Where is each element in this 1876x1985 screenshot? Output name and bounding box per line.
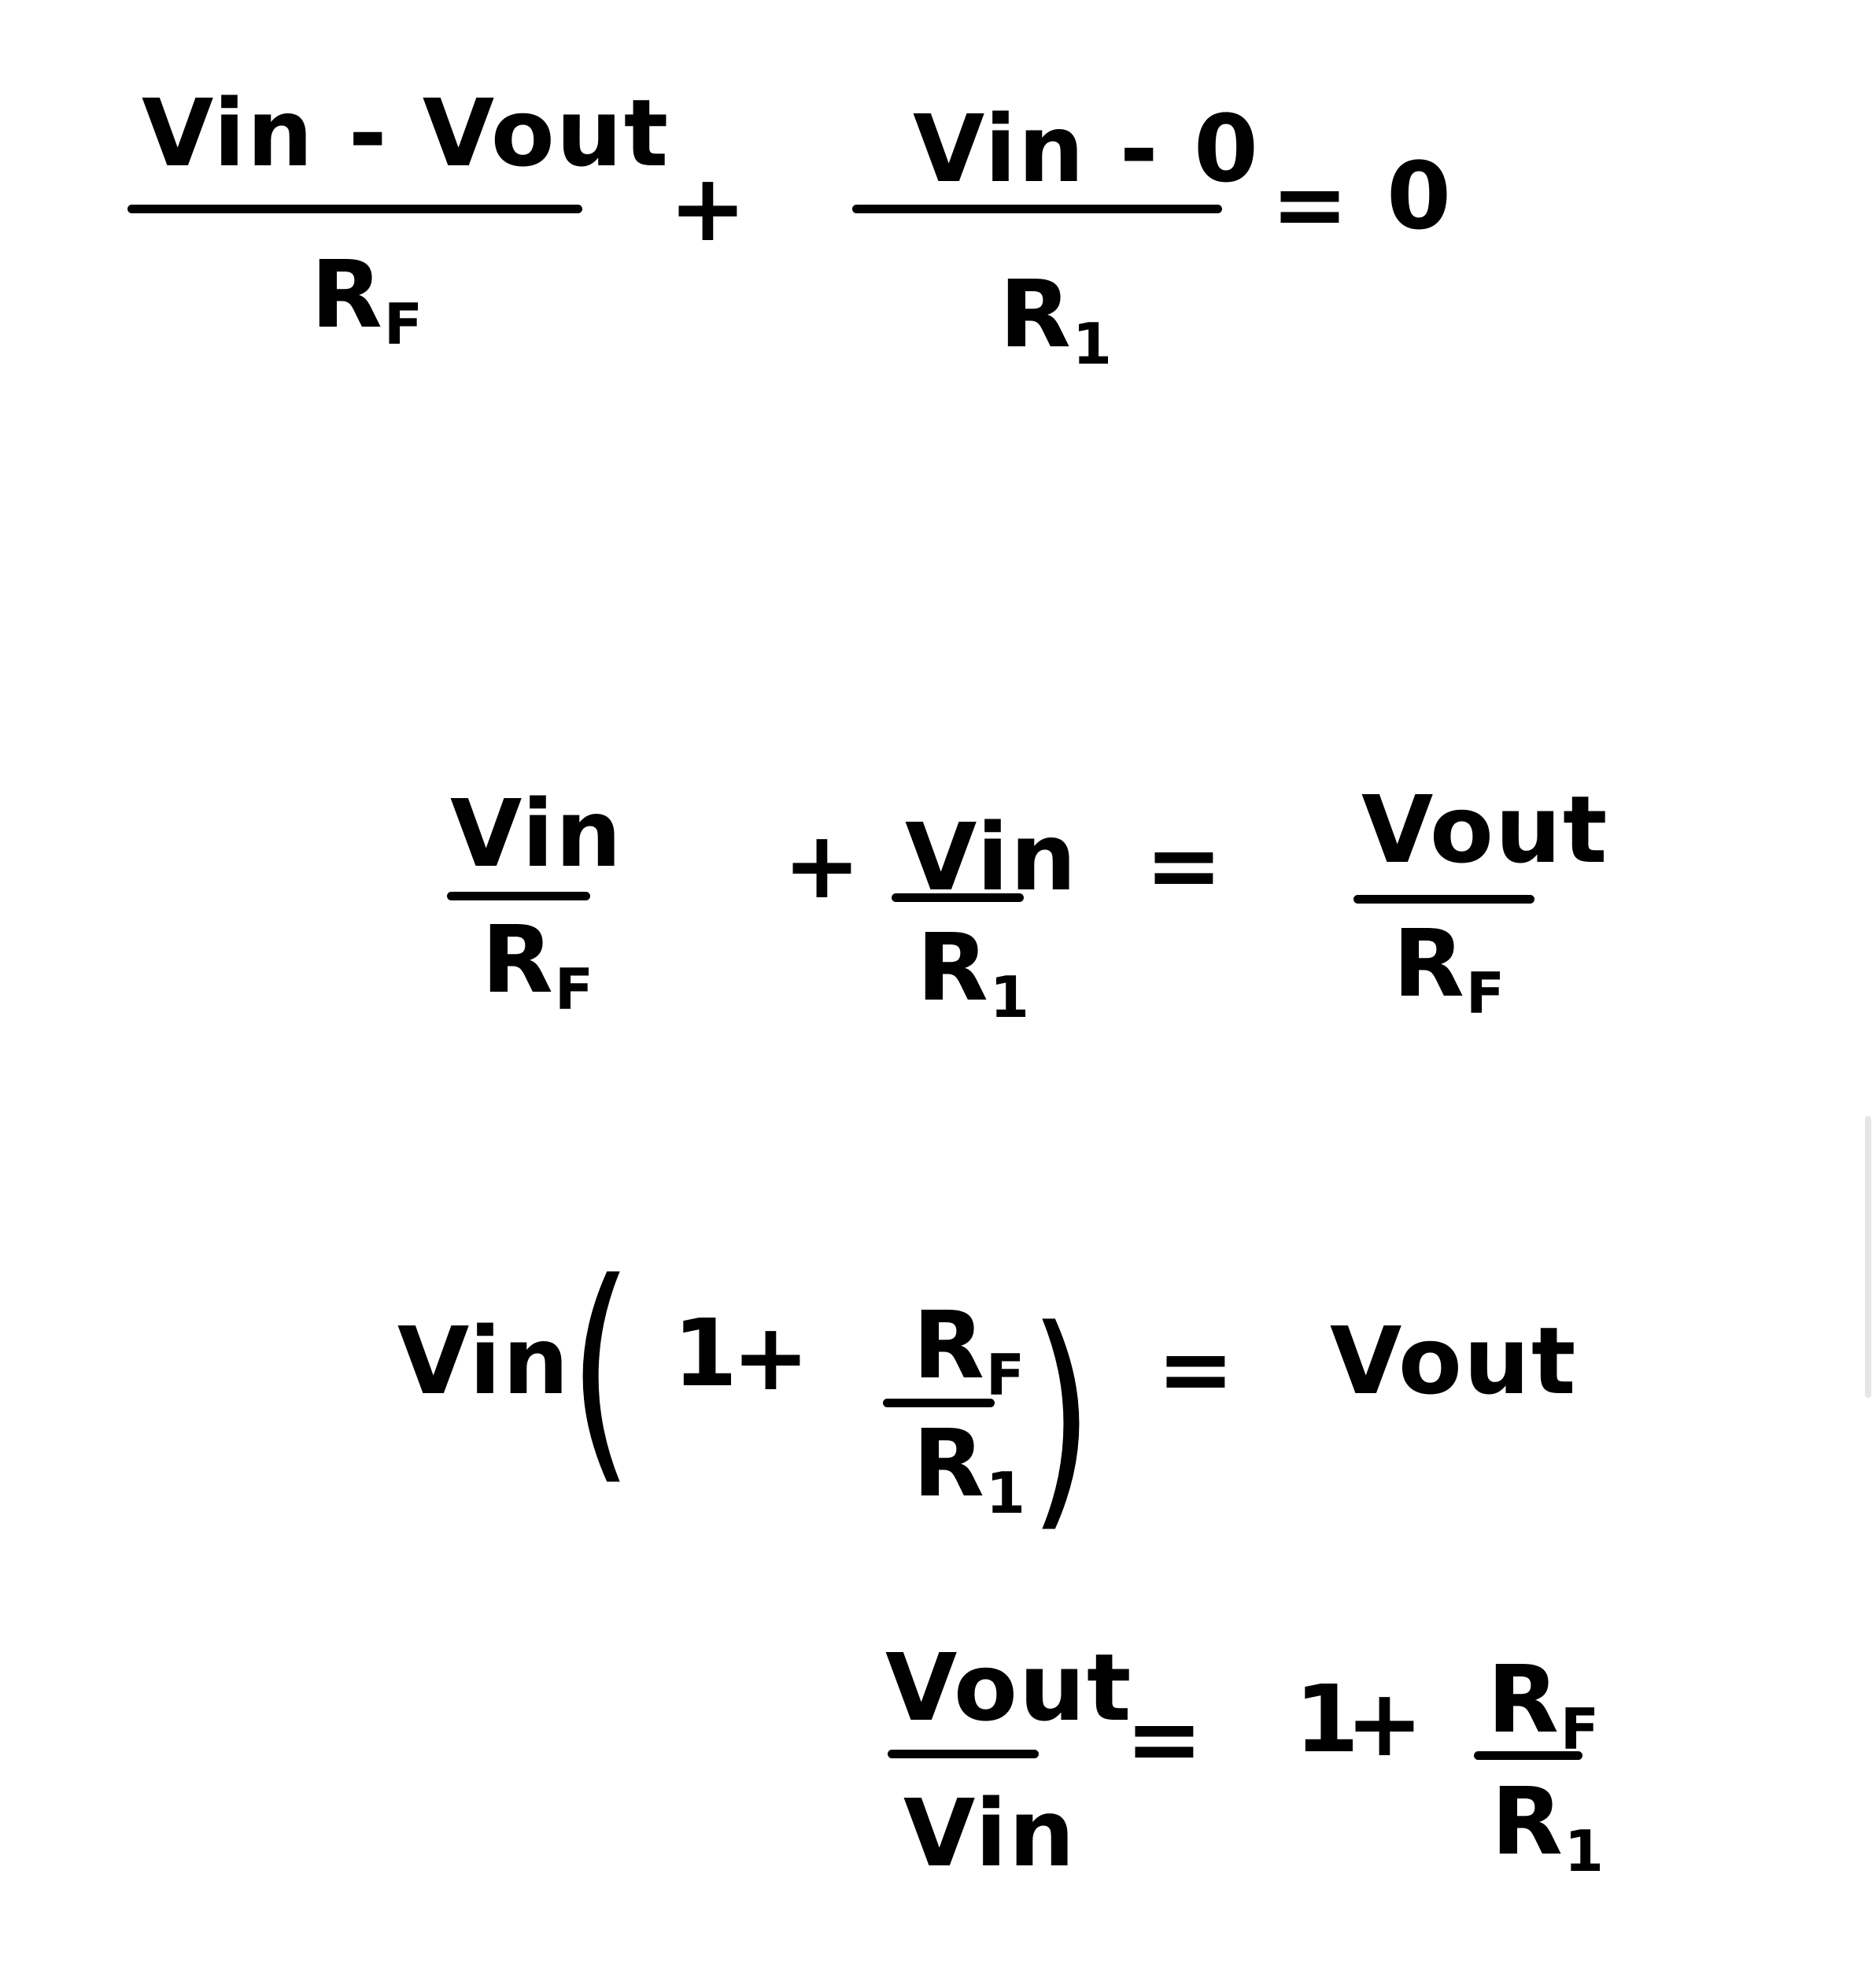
eq3-rhs: Vout: [1330, 1307, 1578, 1415]
eq3-left-paren: (: [568, 1232, 633, 1506]
den-main: R: [917, 913, 990, 1022]
den-sub: 1: [989, 964, 1031, 1030]
eq1-rhs: 0: [1387, 142, 1453, 250]
vertical-scrollbar-thumb[interactable]: [1865, 1116, 1871, 1398]
eq1-frac2-numerator: Vin - 0: [913, 94, 1260, 203]
eq2-frac2-numerator: Vin: [905, 803, 1078, 911]
den-sub: F: [554, 956, 596, 1022]
eq2-plus: +: [783, 811, 862, 919]
den-sub: F: [383, 291, 425, 357]
eq2-frac1-numerator: Vin: [450, 779, 623, 888]
den-sub: F: [1465, 960, 1507, 1026]
eq3-frac-denominator: R1: [913, 1417, 1027, 1521]
eq4-rhs-denominator: R1: [1491, 1775, 1605, 1880]
num-main: R: [913, 1291, 986, 1399]
eq2-equals: =: [1145, 811, 1224, 919]
eq2-frac2-bar: [892, 893, 1024, 902]
eq4-equals: =: [1125, 1684, 1205, 1793]
eq2-frac2-denominator: R1: [917, 921, 1031, 1026]
eq4-lhs-denominator: Vin: [903, 1779, 1076, 1887]
eq2-frac1-denominator: RF: [482, 913, 595, 1018]
eq2-rhs-denominator: RF: [1393, 917, 1506, 1022]
den-main: R: [1393, 909, 1466, 1018]
eq4-plus: +: [1346, 1669, 1425, 1777]
eq4-one: 1: [1294, 1665, 1361, 1773]
eq1-frac1-denominator: RF: [311, 248, 424, 353]
den-main: R: [913, 1409, 986, 1517]
eq1-frac2-denominator: R1: [999, 268, 1113, 372]
num-sub: F: [985, 1342, 1027, 1408]
eq4-lhs-numerator: Vout: [885, 1633, 1133, 1742]
eq3-lhs: Vin: [397, 1307, 571, 1415]
num-sub: F: [1560, 1696, 1601, 1762]
eq3-equals: =: [1157, 1314, 1236, 1423]
eq3-frac-numerator: RF: [913, 1299, 1026, 1403]
den-sub: 1: [985, 1460, 1027, 1526]
den-sub: 1: [1564, 1818, 1605, 1884]
eq2-frac1-bar: [447, 892, 590, 900]
den-main: R: [1491, 1767, 1564, 1876]
num-main: R: [1487, 1645, 1560, 1754]
eq3-one: 1: [673, 1299, 740, 1407]
eq3-right-paren: ): [1028, 1279, 1094, 1554]
eq4-rhs-numerator: RF: [1487, 1653, 1601, 1758]
den-main: R: [482, 905, 555, 1014]
eq1-frac1-numerator: Vin - Vout: [142, 79, 670, 187]
den-sub: 1: [1072, 311, 1113, 377]
eq1-plus: +: [669, 153, 748, 262]
eq4-lhs-bar: [888, 1750, 1039, 1758]
eq3-plus: +: [732, 1303, 811, 1411]
den-main: R: [311, 240, 384, 349]
eq3-frac-bar: [883, 1399, 995, 1407]
eq2-rhs-numerator: Vout: [1361, 775, 1609, 884]
eq4-rhs-bar: [1474, 1751, 1582, 1760]
eq1-frac2-bar: [852, 205, 1222, 213]
eq1-frac1-bar: [127, 205, 582, 213]
eq2-rhs-bar: [1353, 895, 1534, 904]
den-main: R: [999, 260, 1073, 368]
eq1-equals: =: [1271, 150, 1350, 258]
